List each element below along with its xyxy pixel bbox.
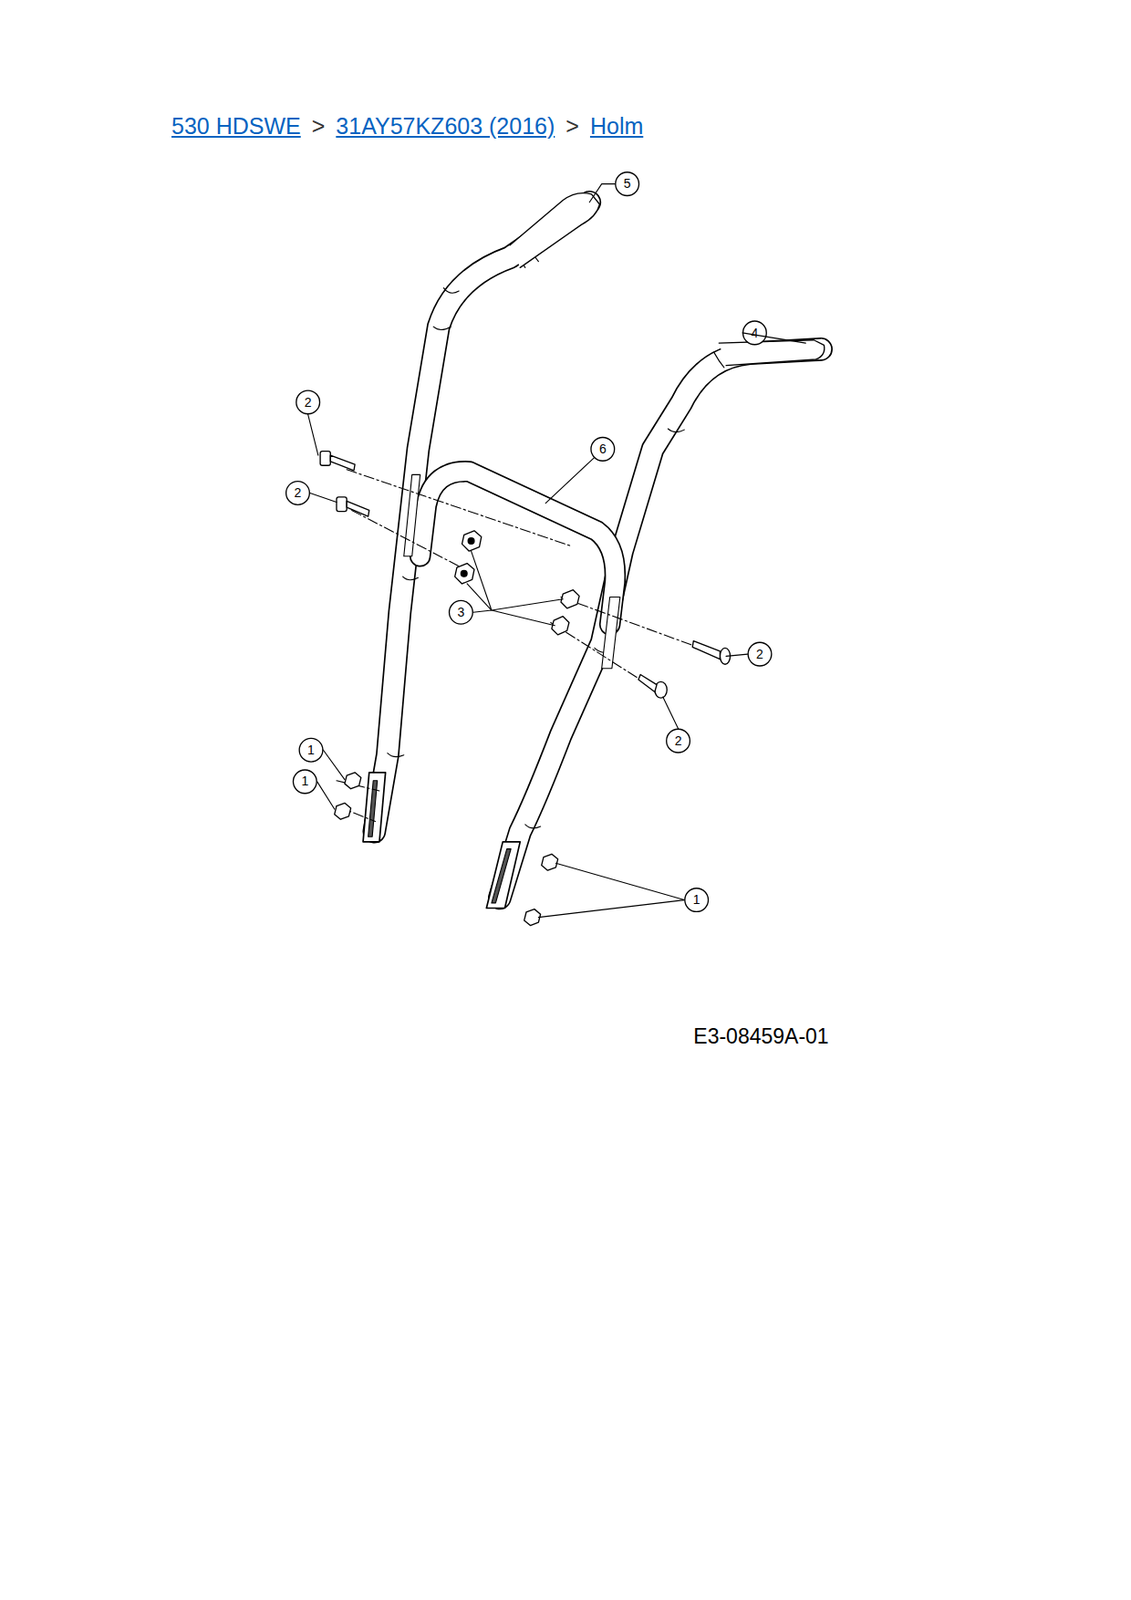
callout-number: 1 [299, 737, 323, 762]
callout-number: 2 [666, 728, 691, 753]
callout-number: 2 [747, 642, 772, 666]
callout-number: 4 [742, 321, 767, 345]
breadcrumb-link: 530 HDSWE [171, 113, 301, 140]
callout-number: 1 [684, 887, 709, 912]
callout-number: 5 [615, 171, 640, 196]
callout-number: 3 [448, 600, 473, 624]
breadcrumb-link: Holm [590, 113, 644, 140]
callout-number: 2 [296, 390, 321, 415]
callout-number: 2 [285, 480, 310, 505]
breadcrumb-separator: > [311, 113, 326, 140]
callout-number: 6 [591, 436, 615, 461]
breadcrumb-link: 31AY57KZ603 (2016) [335, 113, 555, 140]
breadcrumb-separator: > [565, 113, 580, 140]
callout-number: 1 [292, 768, 317, 793]
drawing-code: E3-08459A-01 [693, 1024, 829, 1049]
